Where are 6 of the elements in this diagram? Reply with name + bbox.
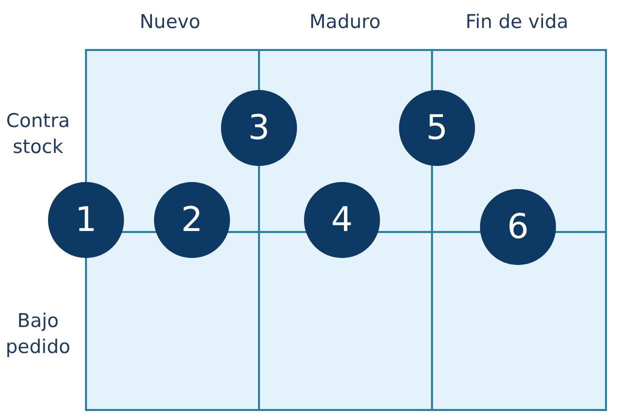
row-header: Contra stock [5,109,71,160]
column-header: Maduro [308,10,382,35]
numbered-circle: 1 [48,182,124,258]
row-header: Bajo pedido [4,309,72,360]
column-header: Fin de vida [464,10,570,35]
column-header: Nuevo [138,10,202,35]
